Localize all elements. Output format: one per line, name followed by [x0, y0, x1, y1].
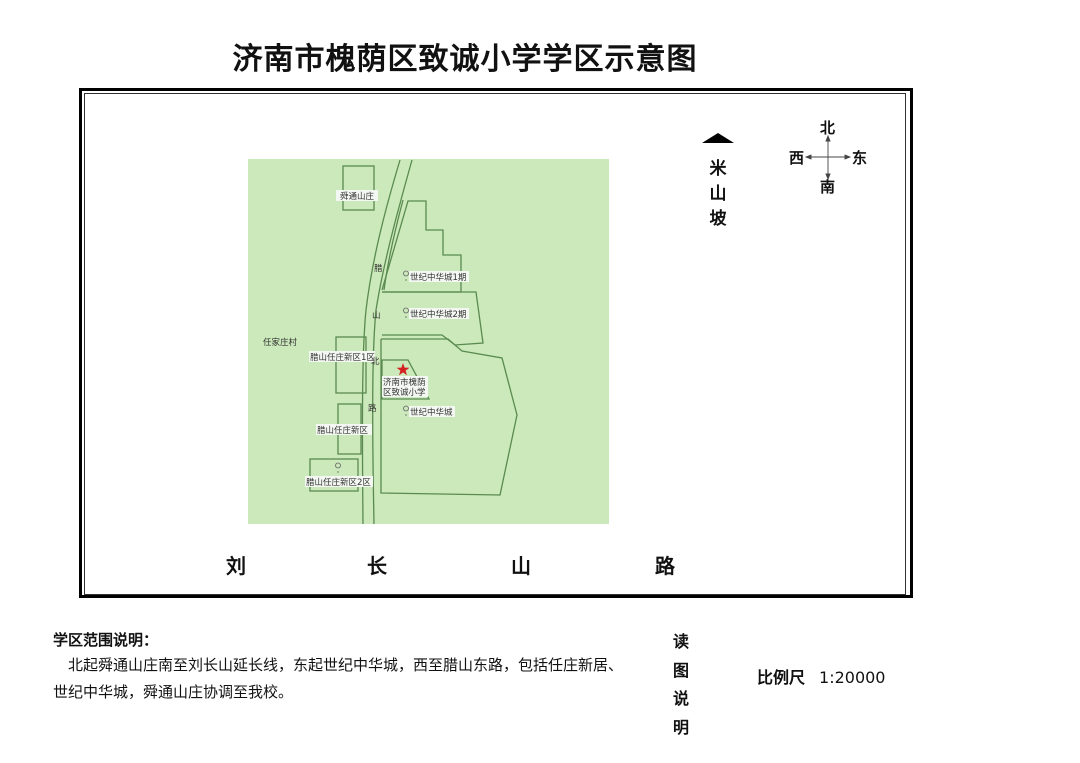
road-edge-west — [361, 159, 401, 525]
compass-arrow-west — [804, 154, 812, 160]
map-title: 济南市槐荫区致诚小学学区示意图 — [232, 42, 698, 77]
block-lashan-1 — [335, 336, 367, 394]
label-school-line1: 济南市槐荫 — [383, 377, 426, 388]
label-shiji-2: 世纪中华城2期 — [410, 309, 466, 320]
compass-west: 西 — [789, 149, 805, 167]
south-road-char: 路 — [655, 554, 675, 578]
label-shiji: 世纪中华城 — [410, 407, 453, 418]
scale-value: 1:20000 — [819, 668, 886, 687]
mishanpo-char: 米 — [709, 159, 727, 179]
star-icon — [396, 363, 410, 376]
label-school-line2: 区致诚小学 — [383, 387, 426, 398]
road-char-3: 北 — [371, 357, 380, 367]
label-renjiazhuang: 任家庄村 — [263, 337, 298, 348]
label-bg — [305, 476, 373, 487]
road-edge-east — [372, 159, 413, 525]
label-shiji-1: 世纪中华城1期 — [410, 272, 466, 283]
triangle-up-icon — [702, 133, 734, 143]
map-pin-icon — [335, 462, 341, 473]
map-pin-icon — [403, 270, 409, 281]
block-lashan-2 — [309, 458, 359, 492]
block-shiji-2 — [382, 291, 484, 346]
map-pin-icon — [403, 307, 409, 318]
road-char-1: 腊 — [374, 264, 383, 274]
block-shiji — [380, 338, 518, 496]
map-frame-outer — [79, 88, 913, 598]
compass-east: 东 — [852, 149, 868, 167]
map-pin-icon — [403, 405, 409, 416]
label-bg — [336, 190, 378, 201]
south-road-char: 刘 — [226, 554, 246, 578]
scale-readout: 比例尺 1:20000 — [757, 664, 885, 688]
block-shuntong — [342, 165, 375, 211]
compass-arrow-east — [844, 154, 852, 160]
map-area — [248, 159, 609, 524]
south-road-char: 长 — [367, 554, 387, 578]
south-road-char: 山 — [511, 554, 531, 578]
scale-label: 比例尺 — [757, 668, 806, 687]
label-bg — [316, 424, 372, 435]
label-bg — [409, 308, 469, 319]
label-shuntong: 舜通山庄 — [340, 191, 375, 202]
label-lashan-1: 腊山任庄新区1区 — [310, 352, 375, 363]
map-frame-inner — [84, 93, 906, 595]
district-scope-title: 学区范围说明： — [53, 631, 159, 649]
read-map-char: 图 — [673, 660, 690, 680]
compass-north: 北 — [820, 119, 836, 137]
compass-cross — [804, 134, 852, 181]
compass-south: 南 — [820, 178, 836, 196]
read-map-char: 读 — [673, 632, 690, 651]
road-char-2: 山 — [372, 310, 381, 321]
district-scope-description: 北起舜通山庄南至刘长山延长线，东起世纪中华城，西至腊山东路，包括任庄新居、世纪中… — [53, 656, 624, 701]
mishanpo-char: 山 — [709, 184, 727, 204]
label-lashan-2: 腊山任庄新区2区 — [306, 477, 371, 488]
read-map-char: 说 — [673, 689, 690, 708]
mishanpo-label: 米 山 坡 — [708, 157, 728, 232]
road-char-4: 路 — [368, 403, 377, 414]
label-bg — [409, 271, 469, 282]
label-bg — [382, 376, 428, 397]
label-lashan: 腊山任庄新区 — [317, 425, 369, 436]
compass-arrow-south — [825, 173, 831, 181]
read-map-char: 明 — [673, 717, 690, 737]
label-bg — [409, 406, 455, 417]
compass-arrow-north — [825, 134, 831, 142]
read-map-title: 读 图 说 明 — [673, 628, 693, 742]
label-bg — [309, 351, 375, 362]
mishanpo-char: 坡 — [709, 209, 727, 229]
